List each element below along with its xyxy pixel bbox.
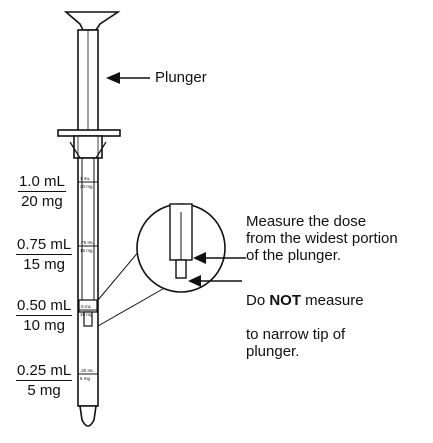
dose-050-ml: 0.50 mL [16,297,73,316]
dose-1: 1.0 mL 20 mg [18,173,66,210]
dose-050: 0.50 mL 10 mg [16,297,73,334]
dose-075: 0.75 mL 15 mg [16,236,73,273]
dose-025-mg: 5 mg [27,382,61,399]
do-not-prefix: Do [246,292,270,309]
barrel-mark-10mg: 10 mg [80,312,93,317]
measure-note: Measure the dose from the widest portion… [246,213,398,264]
barrel-mark-5mg: 5 mg [80,376,91,381]
do-not-emphasis: NOT [269,292,302,309]
syringe-tip [79,405,97,427]
do-not-suffix: measure [301,292,364,309]
dose-025: 0.25 mL 5 mg [16,362,73,399]
zoomed-plunger-tip [175,259,187,279]
graduation-marks [78,181,98,375]
measure-arrow [193,252,246,264]
graduation-labels: 1 mL 20 mg .75 mL 15 mg .5 mL 10 mg .25 … [80,176,94,381]
barrel-mark-05ml: .5 mL [80,304,92,309]
dose-050-mg: 10 mg [23,317,65,334]
barrel-mark-1ml: 1 mL [80,176,91,181]
plunger-thumb-press [63,11,121,31]
do-not-arrow [188,275,242,287]
dose-075-mg: 15 mg [23,256,65,273]
barrel-collar [73,135,103,159]
barrel-flange [57,129,121,137]
plunger-arrow [106,72,150,84]
plunger-label: Plunger [155,69,207,86]
barrel-mark-20mg: 20 mg [80,184,93,189]
plunger-tip [83,311,93,327]
do-not-note: Do NOT measure to narrow tip of plunger. [246,275,364,360]
dose-1-ml: 1.0 mL [18,173,66,192]
dose-025-ml: 0.25 mL [16,362,73,381]
dose-075-ml: 0.75 mL [16,236,73,255]
barrel-mark-075ml: .75 mL [80,240,94,245]
barrel-mark-15mg: 15 mg [80,248,93,253]
do-not-rest: to narrow tip of plunger. [246,326,346,360]
barrel-mark-025ml: .25 mL [80,368,94,373]
dose-1-mg: 20 mg [21,193,63,210]
